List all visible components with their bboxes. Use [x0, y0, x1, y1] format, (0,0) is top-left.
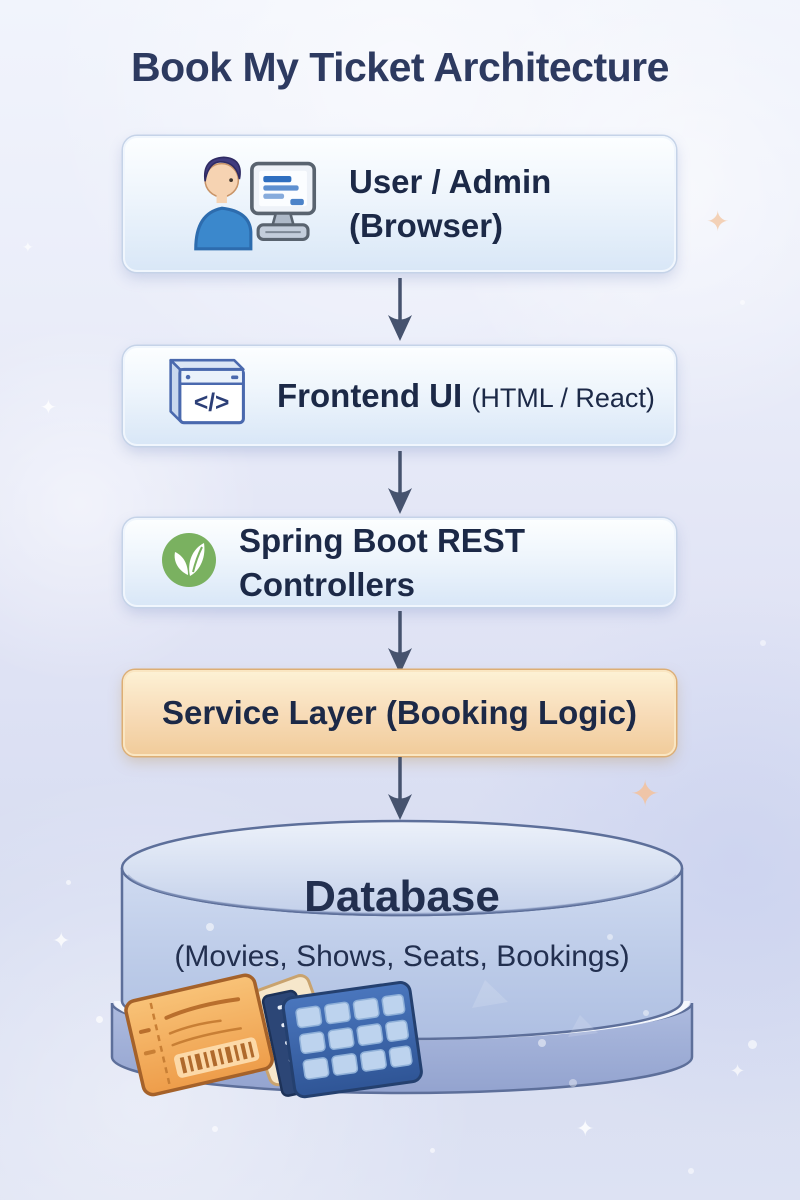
node-controllers-label: Spring Boot REST Controllers	[239, 521, 525, 603]
node-controllers: Spring Boot REST Controllers	[123, 518, 676, 607]
snow-dot	[760, 640, 766, 646]
snow-dot	[748, 1040, 757, 1049]
flow-arrow-4	[388, 757, 412, 820]
snow-dot	[688, 1168, 694, 1174]
node-service-layer: Service Layer (Booking Logic)	[123, 670, 676, 756]
sparkle-icon: ✦	[40, 397, 57, 419]
ticket-illustration	[124, 973, 423, 1099]
snow-dot	[212, 1126, 218, 1132]
user-at-computer-icon	[187, 149, 323, 260]
database-cylinder	[110, 819, 694, 1099]
snow-dot	[66, 880, 71, 885]
snow-dot	[430, 1148, 435, 1153]
browser-code-icon: </>	[157, 353, 255, 440]
sparkle-icon: ✦	[630, 773, 661, 814]
sparkle-icon: ✦	[576, 1116, 595, 1141]
svg-text:</>: </>	[194, 389, 230, 416]
database-sublabel: (Movies, Shows, Seats, Bookings)	[174, 940, 630, 973]
node-user-browser: User / Admin (Browser)	[123, 136, 676, 272]
spring-leaf-icon	[159, 530, 219, 595]
sparkle-icon: ✦	[706, 206, 730, 237]
flow-arrow-1	[388, 278, 412, 341]
database-label: Database	[304, 872, 500, 921]
flow-arrow-2	[388, 451, 412, 514]
node-user-label: User / Admin (Browser)	[349, 163, 552, 244]
node-service-label: Service Layer (Booking Logic)	[162, 694, 637, 732]
page-title: Book My Ticket Architecture	[131, 44, 669, 90]
flow-arrow-3	[388, 611, 412, 674]
sparkle-icon: ✦	[22, 239, 34, 255]
node-frontend: </> Frontend UI (HTML / React)	[123, 346, 676, 446]
snow-dot	[740, 300, 745, 305]
sparkle-icon: ✦	[730, 1061, 746, 1081]
snow-dot	[96, 1016, 103, 1023]
movie-ticket	[124, 973, 274, 1097]
seat-grid-card	[281, 980, 423, 1099]
sparkle-icon: ✦	[52, 928, 71, 953]
node-frontend-label: Frontend UI (HTML / React)	[277, 377, 655, 415]
